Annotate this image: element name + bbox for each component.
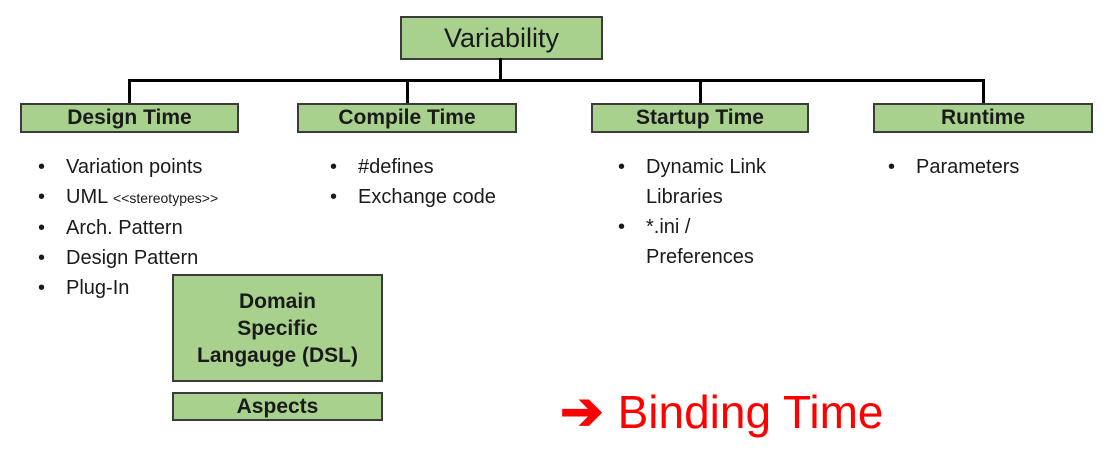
list-item: UML <<stereotypes>>: [36, 182, 286, 213]
list-item-text: Design Pattern: [66, 247, 199, 269]
dsl-label-line: Specific: [237, 316, 318, 340]
list-item-text: #defines: [358, 156, 434, 178]
binding-time-annotation: ➔ Binding Time: [560, 384, 884, 440]
list-item-text: Exchange code: [358, 186, 496, 208]
list-item-text: Variation points: [66, 156, 203, 178]
list-item-text: UML: [66, 186, 108, 208]
branch-label-runtime: Runtime: [941, 106, 1025, 129]
list-item-text: Parameters: [916, 156, 1020, 178]
list-item: *.ini / Preferences: [616, 212, 802, 272]
list-item-text: Dynamic Link Libraries: [646, 156, 767, 208]
branch-label-compile-time: Compile Time: [338, 106, 476, 129]
branch-node-compile-time: Compile Time: [297, 103, 517, 133]
branch-node-runtime: Runtime: [873, 103, 1093, 133]
aspects-node: Aspects: [172, 392, 383, 421]
startup-time-item-list: Dynamic Link Libraries *.ini / Preferenc…: [616, 152, 802, 272]
runtime-item-list: Parameters: [886, 152, 1096, 182]
list-item: Parameters: [886, 152, 1096, 182]
connector-drop-compile-time: [406, 79, 409, 105]
connector-drop-design-time: [128, 79, 131, 105]
connector-horizontal-bar: [128, 79, 985, 82]
list-item-text: *.ini / Preferences: [646, 216, 754, 268]
list-item: Design Pattern: [36, 243, 286, 273]
branch-label-startup-time: Startup Time: [636, 106, 764, 129]
list-item: Exchange code: [328, 182, 538, 212]
branch-label-design-time: Design Time: [67, 106, 192, 129]
list-item-text: Plug-In: [66, 277, 130, 299]
connector-drop-startup-time: [699, 79, 702, 105]
branch-node-startup-time: Startup Time: [591, 103, 809, 133]
dsl-node: Domain Specific Langauge (DSL): [172, 274, 383, 382]
list-item: #defines: [328, 152, 538, 182]
root-node-variability: Variability: [400, 16, 603, 60]
list-item: Plug-In: [36, 273, 286, 303]
arrow-right-icon: ➔: [560, 383, 604, 441]
compile-time-item-list: #defines Exchange code: [328, 152, 538, 212]
list-item: Dynamic Link Libraries: [616, 152, 802, 212]
connector-root-stub: [499, 58, 502, 81]
connector-drop-runtime: [982, 79, 985, 105]
list-item: Arch. Pattern: [36, 213, 286, 243]
list-item: Variation points: [36, 152, 286, 182]
binding-time-label: Binding Time: [617, 386, 884, 438]
branch-node-design-time: Design Time: [20, 103, 239, 133]
list-item-stereotype-note: <<stereotypes>>: [113, 190, 219, 206]
dsl-label-line: Langauge (DSL): [197, 343, 358, 367]
dsl-label-line: Domain: [238, 289, 316, 313]
root-node-label: Variability: [443, 22, 560, 53]
design-time-item-list: Variation points UML <<stereotypes>> Arc…: [36, 152, 286, 303]
list-item-text: Arch. Pattern: [66, 217, 183, 239]
aspects-label: Aspects: [236, 394, 319, 418]
